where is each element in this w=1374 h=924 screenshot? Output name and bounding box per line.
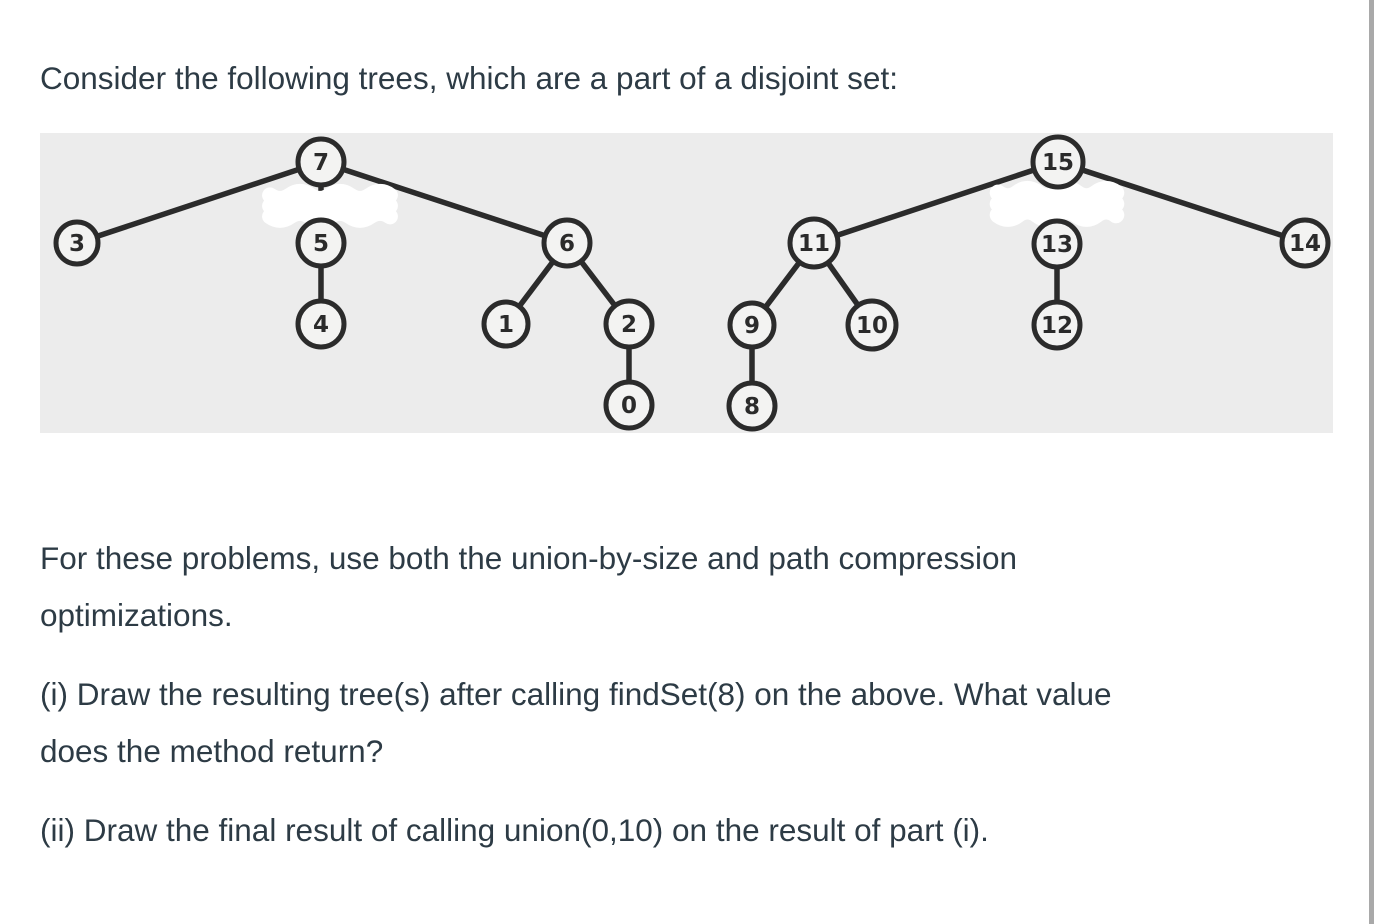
tree-node-0 [603, 379, 655, 431]
tree-node-label-2: 2 [621, 312, 637, 338]
scrollbar-track[interactable] [1369, 0, 1374, 924]
tree-edge-15-14 [1057, 159, 1306, 246]
tree-node-label-0: 0 [621, 393, 637, 419]
part-ii-question: (ii) Draw the final result of calling un… [40, 802, 989, 859]
tree-node-label-10: 10 [856, 313, 888, 339]
tree-node-8 [726, 380, 778, 432]
tree-node-label-14: 14 [1289, 231, 1321, 257]
tree-node-label-8: 8 [744, 394, 760, 420]
tree-node-6 [541, 217, 593, 269]
tree-node-1 [481, 299, 531, 349]
tree-edge-7-6 [320, 159, 568, 246]
question-intro: Consider the following trees, which are … [40, 60, 898, 96]
eraser-mark [262, 183, 398, 207]
tree-node-label-1: 1 [498, 312, 514, 338]
eraser-mark [262, 194, 398, 218]
tree-node-15 [1030, 134, 1086, 190]
part-i-question: (i) Draw the resulting tree(s) after cal… [40, 666, 1112, 780]
instructions-line: optimizations. [40, 597, 233, 633]
eraser-mark [989, 203, 1125, 227]
tree-node-5 [295, 217, 347, 269]
tree-node-label-6: 6 [559, 231, 575, 257]
eraser-mark [989, 191, 1125, 216]
instructions-line: For these problems, use both the union-b… [40, 540, 1018, 576]
tree-node-label-15: 15 [1042, 150, 1074, 176]
instructions-paragraph: For these problems, use both the union-b… [40, 530, 1017, 644]
tree-node-label-5: 5 [313, 231, 329, 257]
tree-node-2 [603, 298, 655, 350]
tree-node-7 [295, 136, 347, 188]
tree-node-9 [727, 300, 777, 350]
tree-node-label-12: 12 [1041, 313, 1073, 339]
tree-node-label-4: 4 [313, 312, 329, 338]
part-i-line: does the method return? [40, 733, 384, 769]
tree-node-label-7: 7 [313, 150, 329, 176]
tree-edge-7-3 [76, 159, 322, 246]
tree-node-label-9: 9 [744, 313, 760, 339]
tree-node-label-11: 11 [798, 231, 830, 257]
tree-node-label-13: 13 [1041, 232, 1073, 258]
tree-node-13 [1031, 218, 1083, 270]
tree-node-4 [295, 298, 347, 350]
tree-node-3 [53, 219, 101, 267]
tree-node-11 [787, 216, 841, 270]
tree-node-label-3: 3 [69, 231, 85, 257]
tree-edge-15-11 [813, 159, 1059, 246]
tree-node-14 [1279, 217, 1331, 269]
part-ii-line: (ii) Draw the final result of calling un… [40, 812, 989, 848]
eraser-mark [262, 205, 398, 228]
tree-node-12 [1031, 299, 1083, 351]
eraser-mark [989, 180, 1125, 205]
tree-node-10 [845, 298, 899, 352]
part-i-line: (i) Draw the resulting tree(s) after cal… [40, 676, 1112, 712]
